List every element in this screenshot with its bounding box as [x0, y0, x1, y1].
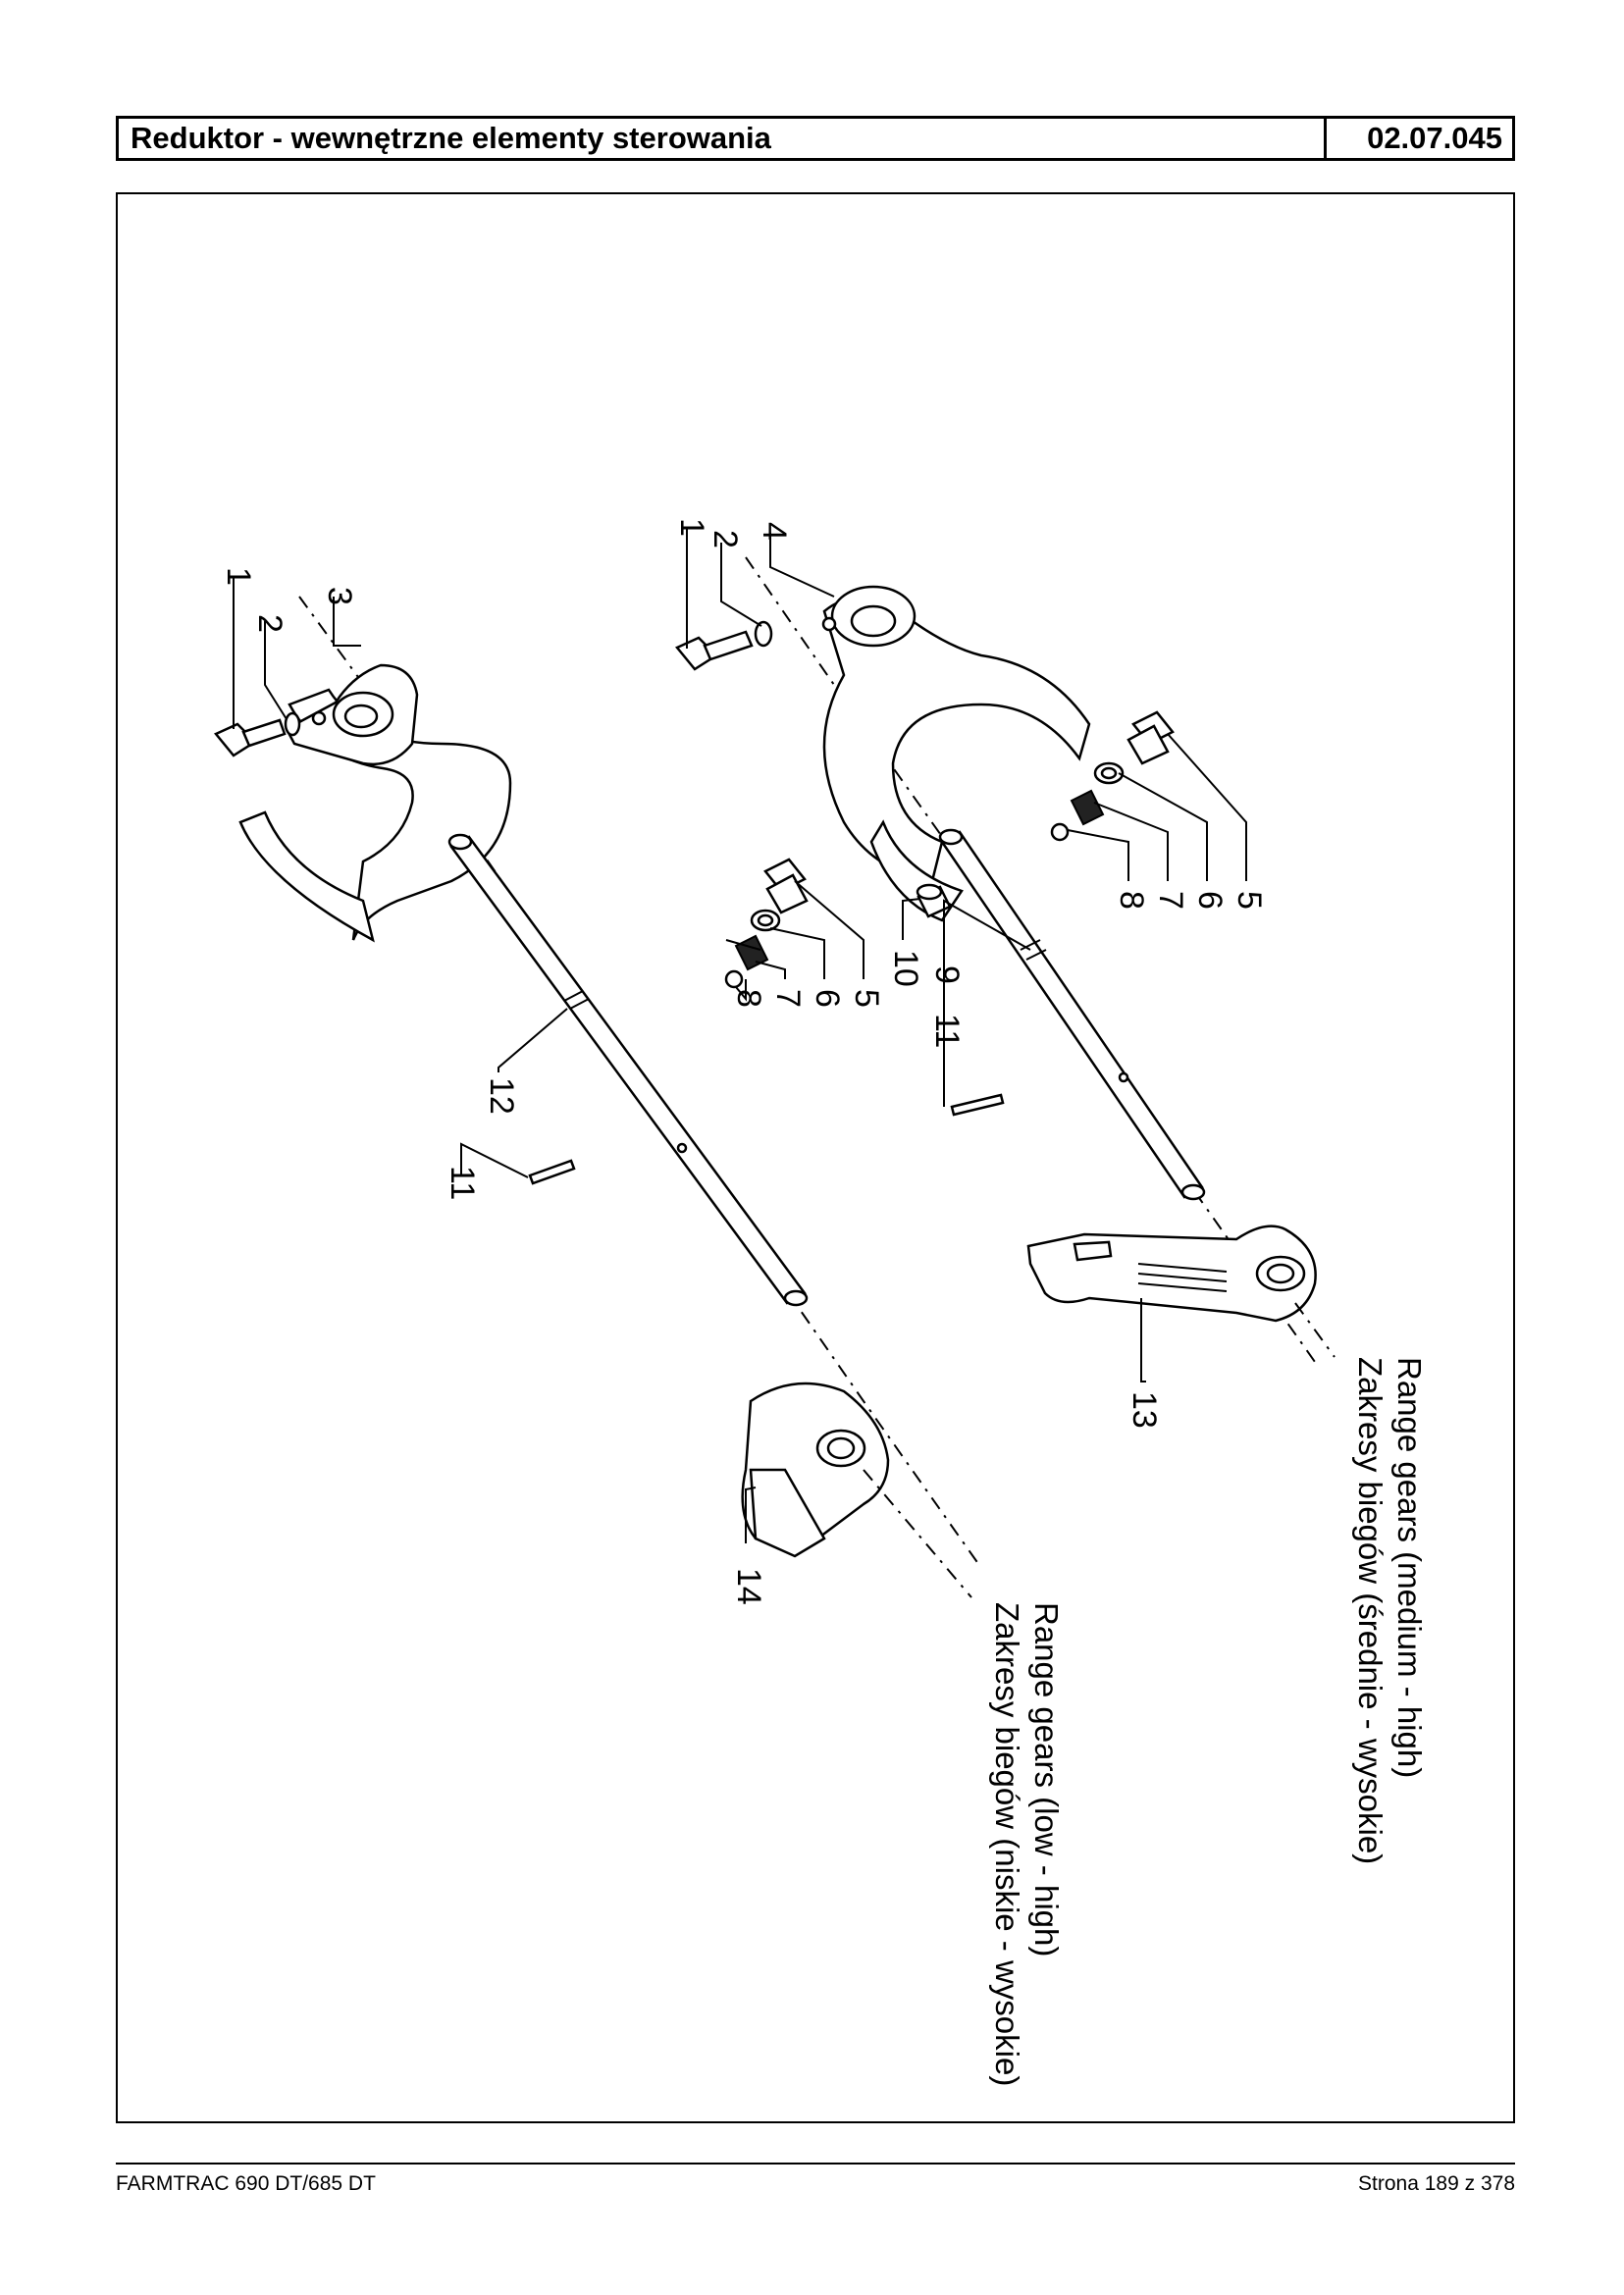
callout-6: 6 — [1191, 891, 1229, 910]
diagram-frame: 1 2 3 11 12 14 8 7 6 5 1 2 4 5 6 7 8 9 1… — [116, 192, 1515, 2123]
callout-6: 6 — [809, 989, 846, 1008]
callout-7: 7 — [1152, 891, 1189, 910]
callout-14: 14 — [730, 1568, 767, 1605]
plug-right-10 — [916, 883, 952, 918]
caption-medium-en: Range gears (medium - high) — [1391, 1357, 1428, 1778]
pin-right-11 — [950, 1093, 1005, 1117]
callout-8: 8 — [730, 989, 767, 1008]
callout-9: 9 — [928, 965, 966, 984]
callout-numbers-right: 1 2 4 5 6 7 8 9 10 11 13 — [673, 518, 1268, 1429]
callout-5: 5 — [1231, 891, 1268, 910]
callout-11: 11 — [928, 1014, 966, 1048]
callout-12: 12 — [483, 1077, 520, 1115]
page-title: Reduktor - wewnętrzne elementy sterowani… — [131, 121, 771, 155]
callout-8: 8 — [1113, 891, 1150, 910]
caption-medium-pl: Zakresy biegów (średnie - wysokie) — [1352, 1357, 1388, 1864]
caption-low-high: Zakresy biegów (niskie - wysokie) Range … — [989, 1602, 1065, 2086]
shaft-right-9 — [938, 828, 1206, 1201]
section-code: 02.07.045 — [1324, 119, 1512, 158]
bolt-left-1 — [214, 718, 287, 757]
callout-2: 2 — [707, 530, 744, 548]
callout-1: 1 — [220, 567, 257, 586]
callout-numbers-left: 1 2 3 11 12 14 8 7 6 5 — [220, 567, 885, 1605]
callout-4: 4 — [756, 522, 793, 541]
caption-low-pl: Zakresy biegów (niskie - wysokie) — [989, 1602, 1025, 2086]
footer-model: FARMTRAC 690 DT/685 DT — [116, 2172, 376, 2195]
caption-low-en: Range gears (low - high) — [1028, 1602, 1065, 1956]
shaft-left-12 — [447, 833, 809, 1307]
shift-fork-left — [238, 663, 512, 943]
callout-10: 10 — [887, 950, 924, 987]
callout-7: 7 — [769, 989, 807, 1008]
detent-assembly-right — [1050, 710, 1175, 842]
callout-2: 2 — [251, 614, 288, 633]
bolt-right-1 — [675, 630, 754, 671]
callout-1: 1 — [673, 518, 710, 537]
footer-page-number: Strona 189 z 378 — [1358, 2172, 1515, 2195]
callout-leaders — [233, 528, 1336, 1598]
detent-assembly-left — [724, 858, 809, 989]
lever-right-13 — [1026, 1225, 1317, 1323]
page-header: Reduktor - wewnętrzne elementy sterowani… — [116, 116, 1515, 161]
pin-left-11 — [528, 1159, 576, 1185]
caption-medium-high: Zakresy biegów (średnie - wysokie) Range… — [1352, 1357, 1428, 1864]
footer-rule — [116, 2163, 1515, 2165]
shift-fork-right — [821, 585, 1091, 922]
callout-11: 11 — [444, 1166, 481, 1200]
washer-right-2 — [754, 620, 773, 648]
washer-left-2 — [284, 711, 301, 737]
lever-left-14 — [741, 1382, 890, 1558]
exploded-parts-diagram: 1 2 3 11 12 14 8 7 6 5 1 2 4 5 6 7 8 9 1… — [214, 518, 1428, 2086]
callout-5: 5 — [848, 989, 885, 1008]
callout-3: 3 — [321, 587, 358, 605]
callout-13: 13 — [1126, 1391, 1163, 1429]
